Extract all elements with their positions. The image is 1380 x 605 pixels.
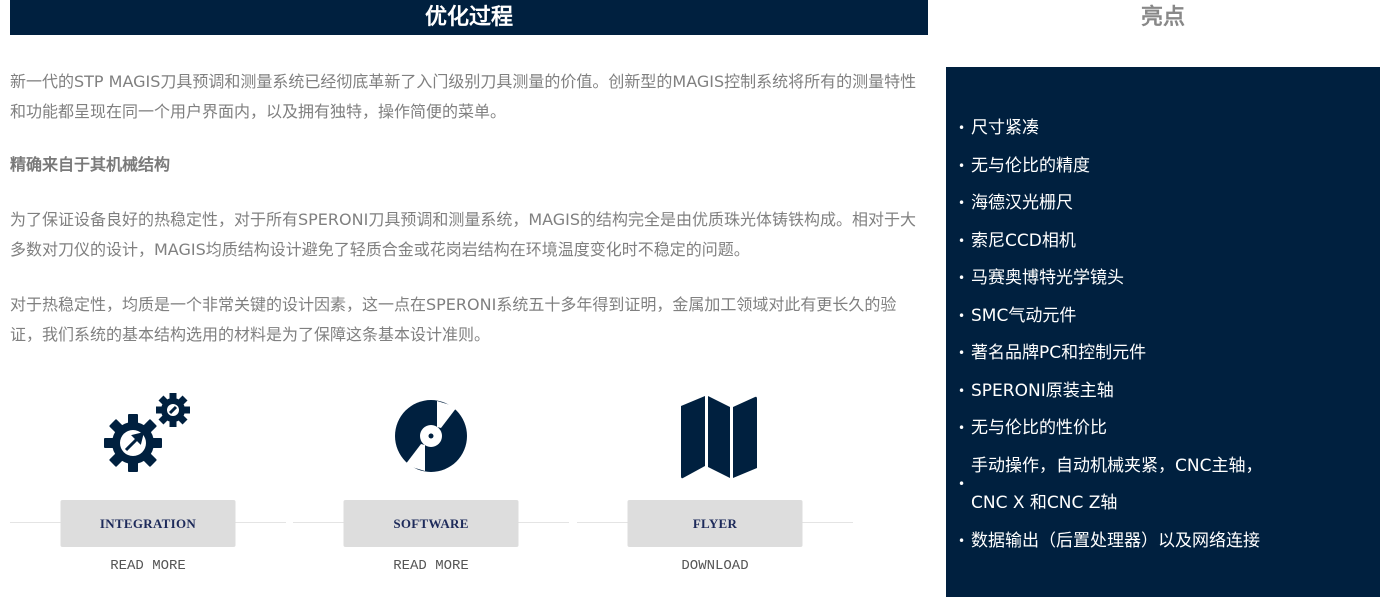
- bullet-icon: •: [958, 121, 966, 135]
- feature-software: SOFTWARE READ MORE: [293, 385, 569, 585]
- bullet-icon: •: [958, 346, 966, 360]
- optimization-section: 优化过程 新一代的STP MAGIS刀具预调和测量系统已经彻底革新了入门级别刀具…: [10, 0, 928, 574]
- folded-map-icon: [665, 388, 765, 483]
- bullet-icon: •: [958, 533, 966, 548]
- gears-icon: [98, 388, 198, 483]
- bullet-icon: •: [958, 233, 966, 248]
- software-read-more-link[interactable]: READ MORE: [393, 558, 469, 574]
- highlights-list: •尺寸紧凑 •无与伦比的精度 •海德汉光栅尺 •索尼CCD相机 •马赛奥博特光学…: [958, 110, 1262, 560]
- subheading: 精确来自于其机械结构: [10, 155, 171, 174]
- list-item: •尺寸紧凑: [958, 110, 1262, 148]
- list-item: •无与伦比的精度: [958, 148, 1262, 186]
- bullet-icon: •: [958, 271, 966, 285]
- structure-paragraph: 为了保证设备良好的热稳定性，对于所有SPERONI刀具预调和测量系统，MAGIS…: [10, 210, 917, 259]
- integration-button[interactable]: INTEGRATION: [60, 500, 236, 547]
- list-item: • 手动操作，自动机械夹紧，CNC主轴， CNC X 和CNC Z轴: [958, 455, 1263, 514]
- intro-paragraph: 新一代的STP MAGIS刀具预调和测量系统已经彻底革新了入门级别刀具测量的价值…: [10, 72, 917, 121]
- software-button[interactable]: SOFTWARE: [343, 500, 519, 547]
- flyer-download-link[interactable]: DOWNLOAD: [681, 558, 749, 574]
- bullet-icon: •: [958, 477, 966, 492]
- highlights-panel: •尺寸紧凑 •无与伦比的精度 •海德汉光栅尺 •索尼CCD相机 •马赛奥博特光学…: [946, 67, 1380, 597]
- list-item: •数据输出（后置处理器）以及网络连接: [958, 523, 1262, 561]
- stability-paragraph: 对于热稳定性，均质是一个非常关键的设计因素，这一点在SPERONI系统五十多年得…: [10, 295, 897, 344]
- list-item: •SPERONI原装主轴: [958, 373, 1262, 411]
- section-title: 优化过程: [10, 0, 928, 35]
- integration-read-more-link[interactable]: READ MORE: [110, 558, 186, 574]
- bullet-icon: •: [958, 158, 966, 173]
- list-item: •索尼CCD相机: [958, 223, 1262, 261]
- bullet-icon: •: [958, 308, 966, 323]
- flyer-button[interactable]: FLYER: [627, 500, 803, 547]
- list-item: •SMC气动元件: [958, 298, 1262, 336]
- vinyl-disc-icon: [381, 388, 481, 483]
- bullet-icon: •: [958, 196, 966, 210]
- highlights-title: 亮点: [1140, 5, 1185, 30]
- list-item: •著名品牌PC和控制元件: [958, 335, 1262, 373]
- feature-integration: INTEGRATION READ MORE: [10, 385, 286, 585]
- bullet-icon: •: [958, 383, 966, 398]
- list-item: •海德汉光栅尺: [958, 185, 1262, 223]
- list-item: •马赛奥博特光学镜头: [958, 260, 1262, 298]
- feature-flyer: FLYER DOWNLOAD: [577, 385, 853, 585]
- bullet-icon: •: [958, 421, 966, 435]
- list-item: •无与伦比的性价比: [958, 410, 1262, 448]
